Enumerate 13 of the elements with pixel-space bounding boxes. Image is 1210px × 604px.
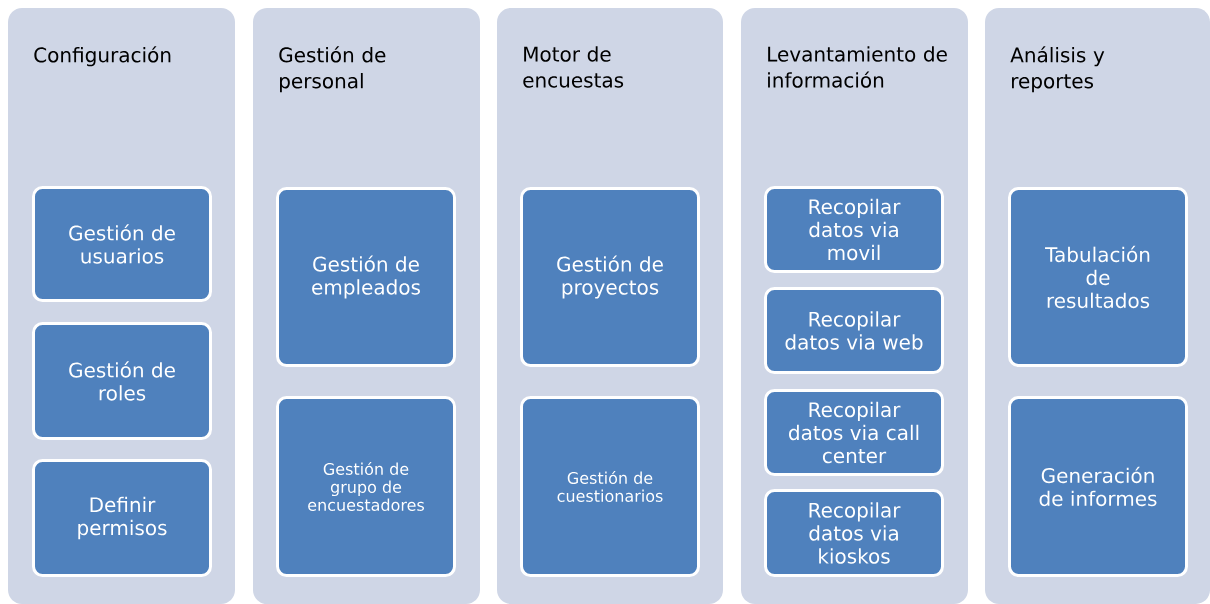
process-box: Gestión de roles (32, 322, 212, 440)
process-box: Definir permisos (32, 459, 212, 577)
process-box: Gestión de usuarios (32, 186, 212, 302)
process-box: Tabulación de resultados (1008, 187, 1188, 367)
process-box: Gestión de cuestionarios (520, 396, 700, 577)
process-box: Gestión de grupo de encuestadores (276, 396, 456, 577)
process-box: Generación de informes (1008, 396, 1188, 577)
process-box: Recopilar datos via web (764, 287, 944, 374)
process-box: Gestión de empleados (276, 187, 456, 367)
process-box: Gestión de proyectos (520, 187, 700, 367)
process-box: Recopilar datos via call center (764, 389, 944, 476)
process-box: Recopilar datos via movil (764, 186, 944, 273)
process-box: Recopilar datos via kioskos (764, 489, 944, 577)
